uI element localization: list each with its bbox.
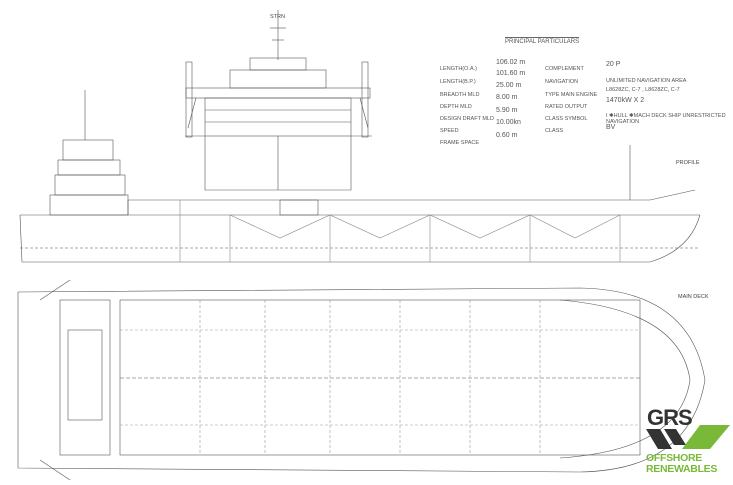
pp-value: 101.60 m (496, 70, 526, 77)
pp-value: I ✱HULL ✱MACH DECK SHIP UNRESTRICTED NAV… (606, 113, 726, 125)
pp-value: 25.00 m (496, 82, 522, 89)
main-deck-label: MAIN DECK (678, 294, 709, 300)
pp-value: L8628ZC, C-7 , L8628ZC, C-7 (606, 87, 680, 93)
pp-label: LENGTH(O.A.) (440, 66, 477, 72)
section-label: STRN (270, 14, 285, 20)
pp-value: UNLIMITED NAVIGATION AREA (606, 78, 687, 84)
pp-value: 10.00kn (496, 119, 521, 126)
pp-label: TYPE MAIN ENGINE (545, 92, 598, 98)
pp-label: COMPLEMENT (545, 66, 584, 72)
pp-label: DESIGN DRAFT MLD (440, 116, 494, 122)
midship-section-view (185, 10, 372, 191)
pp-label: FRAME SPACE (440, 140, 480, 146)
main-deck-plan-view (17, 279, 706, 481)
pp-label: CLASS (545, 128, 564, 134)
pp-label: NAVIGATION (545, 79, 579, 85)
pp-label: CLASS SYMBOL (545, 116, 588, 122)
pp-value: 5.90 m (496, 107, 518, 114)
logo-grs-text: GRS (647, 405, 693, 430)
pp-label: BREADTH MLD (440, 92, 480, 98)
pp-label: DEPTH MLD (440, 104, 472, 110)
pp-label: SPEED (440, 128, 459, 134)
logo-line1: OFFSHORE (646, 452, 702, 464)
logo-line2: RENEWABLES (646, 463, 718, 475)
profile-view (19, 90, 701, 263)
pp-value: 0.60 m (496, 132, 518, 139)
principal-particulars-title: PRINCIPAL PARTICULARS (505, 37, 580, 45)
pp-label: RATED OUTPUT (545, 104, 588, 110)
pp-value: 1470kW X 2 (606, 97, 645, 104)
pp-value: BV (606, 124, 616, 131)
pp-value: 20 P (606, 61, 621, 68)
pp-value: 8.00 m (496, 94, 518, 101)
profile-label: PROFILE (676, 160, 700, 166)
pp-label: LENGTH(B.P.) (440, 79, 476, 85)
grs-logo: GRS OFFSHORE RENEWABLES (642, 405, 732, 480)
pp-value: 106.02 m (496, 59, 526, 66)
